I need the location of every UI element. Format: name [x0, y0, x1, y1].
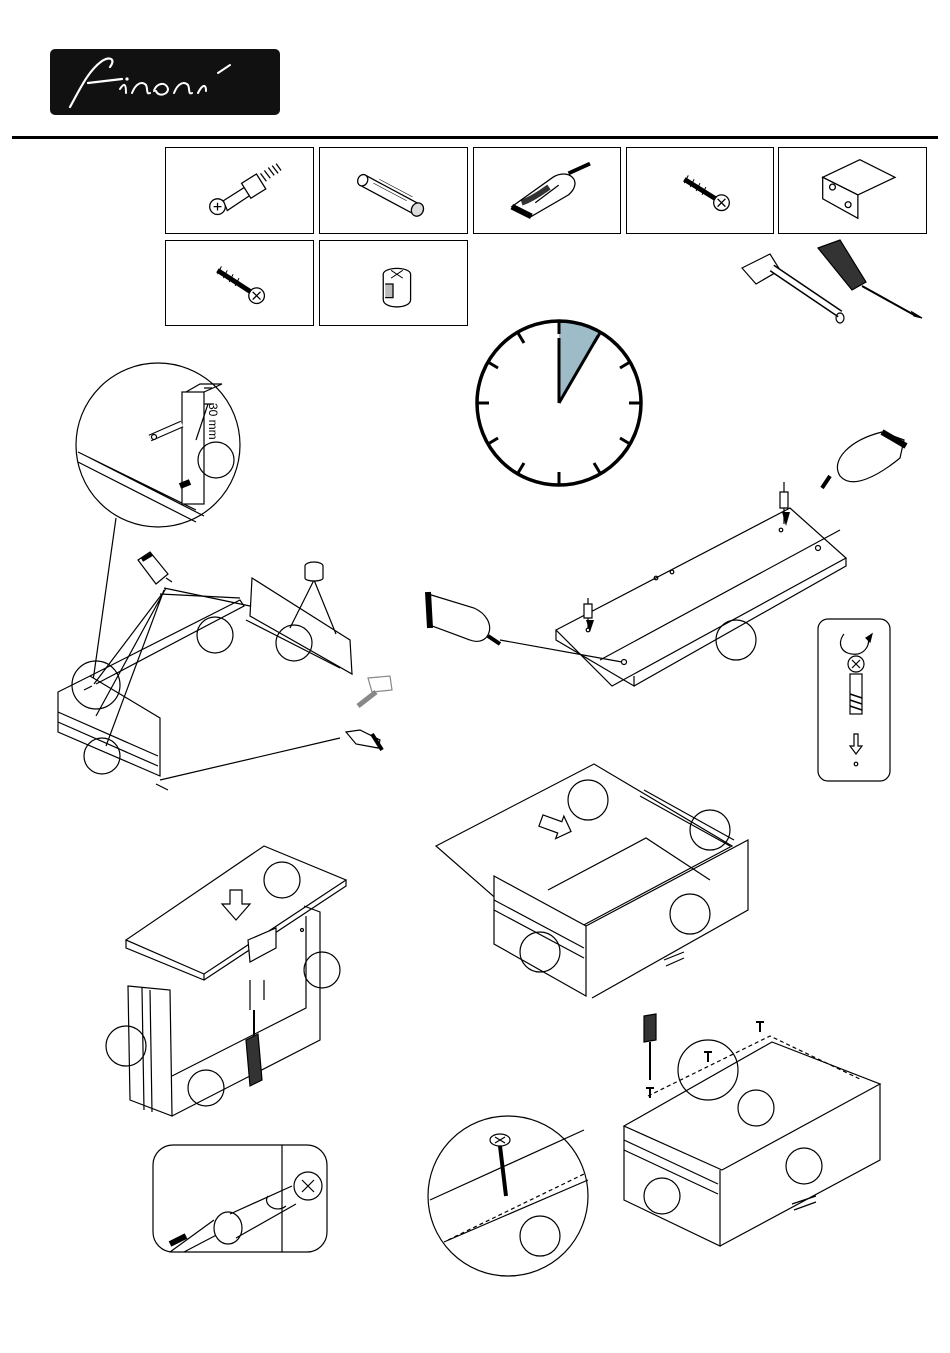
short-screw-icon	[627, 148, 773, 233]
glue-bottle-small-1	[138, 552, 172, 584]
part-box-long-screw	[165, 240, 314, 326]
part-box-angle-bracket	[778, 147, 927, 234]
angle-bracket-icon	[779, 148, 926, 233]
drawer-frame-assembly	[58, 578, 352, 790]
part-box-cam-bolt	[165, 147, 314, 234]
drawer-with-bottom-panel	[436, 764, 748, 998]
detail-circle-screw	[428, 1116, 588, 1276]
part-box-cam-lock	[319, 240, 468, 326]
cam-lock-small	[305, 562, 323, 581]
detail-circle-dowel	[76, 363, 240, 527]
long-screw-icon	[166, 241, 313, 325]
glue-bottle-icon	[474, 148, 620, 233]
brand-logo-lettering	[50, 49, 280, 115]
finished-drawer	[624, 1014, 880, 1246]
glue-bottle-small-2	[346, 730, 382, 750]
part-box-short-screw	[626, 147, 774, 234]
cam-lock-icon	[320, 241, 467, 325]
header-rule	[12, 136, 938, 139]
bottom-panel-assembly	[500, 482, 846, 686]
wooden-dowel-icon	[320, 148, 467, 233]
clock-shaded-sector	[559, 321, 600, 403]
brand-logo	[50, 49, 280, 115]
screwdriver-icon	[818, 240, 922, 318]
part-box-glue	[473, 147, 621, 234]
glue-bottle-large-2	[822, 432, 906, 488]
part-box-dowel	[319, 147, 468, 234]
detail-leader-line	[92, 518, 116, 688]
hammer-small	[358, 676, 392, 706]
glue-bottle-large-1	[428, 592, 500, 644]
clock-icon	[477, 321, 641, 485]
cabinet-with-top-panel	[106, 846, 346, 1116]
detail-box-cam-bolt-insert	[153, 1145, 327, 1252]
cam-bolt-icon	[166, 148, 313, 233]
dowel-depth-label: 30 mm	[206, 403, 220, 440]
cam-bolt-detail-box	[818, 619, 890, 781]
hammer-icon	[742, 254, 844, 323]
